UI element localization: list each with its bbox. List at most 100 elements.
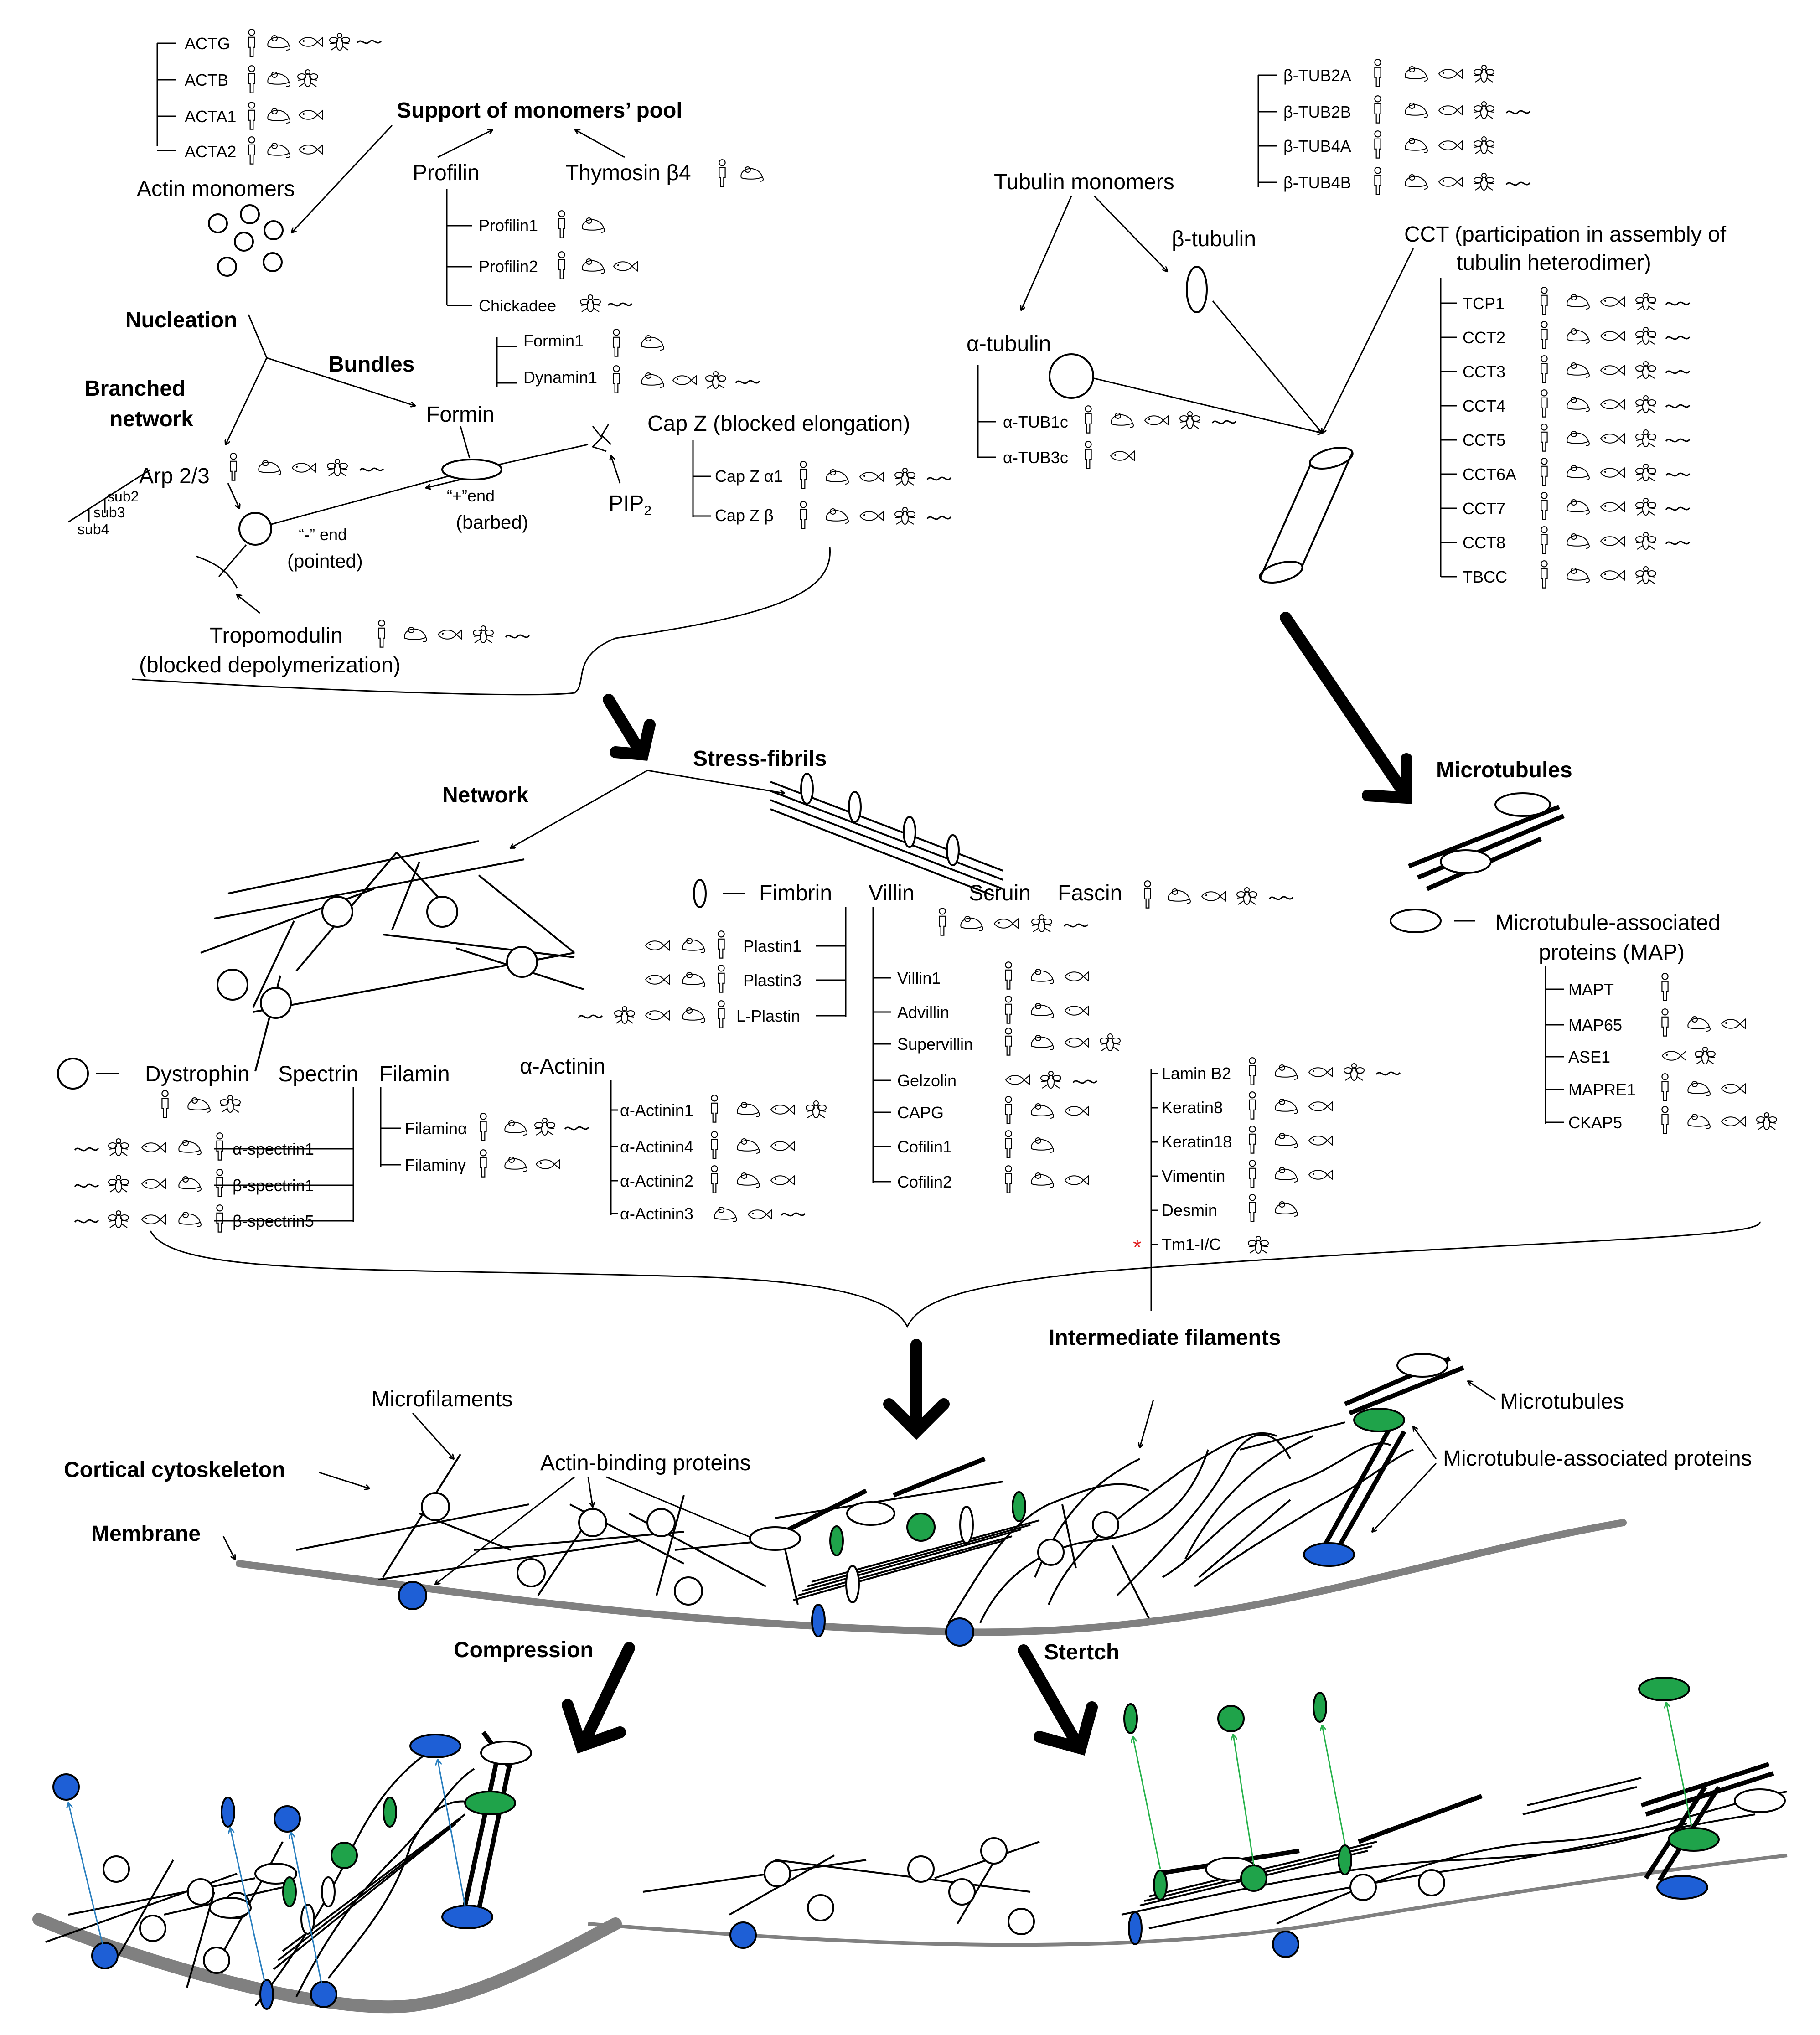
arp-subunit: sub3 [93,504,125,521]
if-member: Keratin8 [1162,1098,1223,1117]
mouse-icon [960,916,983,931]
fish-icon [1600,502,1625,512]
map-member: ASE1 [1568,1048,1610,1066]
mouse-icon [641,335,664,351]
human-icon [1374,130,1381,159]
human-icon [1541,355,1548,383]
fish-icon [536,1159,560,1169]
cct-member: TBCC [1463,568,1507,586]
worm-icon [1375,1071,1401,1076]
actin-organism-icons [248,28,382,165]
worm-icon [1505,110,1531,114]
fish-icon [1600,434,1625,444]
microtubules-title: Microtubules [1436,758,1572,782]
worm-icon [1665,336,1691,340]
spectrin-organism-icons [74,1132,223,1233]
membrane-label: Membrane [91,1522,201,1546]
actin-panel: ACTG ACTB ACTA1 ACTA2 Actin monomers Sup… [68,28,952,696]
map-title: proteins (MAP) [1539,940,1685,965]
cct-member: CCT3 [1463,362,1505,381]
mouse-icon [1031,1103,1054,1119]
human-icon [1005,1130,1012,1158]
mouse-icon [504,1157,527,1172]
capz-label: Cap Z (blocked elongation) [647,412,910,436]
mouse-icon [1168,888,1191,904]
alpha-tubulin-monomer [1049,353,1094,399]
mouse-icon [1275,1167,1298,1183]
human-icon [1541,526,1548,554]
if-member: Vimentin [1162,1167,1225,1185]
mouse-icon [682,938,705,953]
nucleation-label: Nucleation [125,308,237,332]
villin-organism-icons [1005,961,1121,1193]
stretch-panel: Stertch [588,1640,1788,1958]
fly-icon [1635,395,1656,413]
mouse-icon [1031,1172,1054,1188]
mouse-icon [267,143,290,158]
capz-isoform: Cap Z β [715,506,774,525]
mouse-icon [1031,969,1054,984]
worm-icon [1268,896,1294,900]
fish-icon [770,1141,795,1151]
fish-icon [1600,399,1625,409]
mouse-icon [404,627,427,642]
branched-network-label: Branched [84,377,185,401]
tropomodulin-label: Tropomodulin [210,624,343,648]
fish-icon [438,630,462,640]
beta-tubulin-monomer [1186,266,1208,313]
human-icon [1374,167,1381,195]
cct-member: CCT5 [1463,431,1505,449]
microtubules-label: Microtubules [1500,1389,1624,1414]
villin-member: CAPG [897,1103,944,1122]
fly-icon [1635,293,1656,310]
mouse-icon [1567,499,1590,515]
mouse-icon [267,108,290,124]
actin-isoform: ACTG [185,34,230,53]
mouse-icon [682,972,705,987]
human-icon [1661,1008,1669,1037]
worm-icon [74,1219,99,1224]
mouse-icon [1687,1016,1711,1032]
stretched-membrane [588,1854,1788,1947]
human-icon [613,329,620,357]
alpha-tubulin-label: α-tubulin [967,332,1051,356]
fly-icon [1695,1047,1716,1064]
fish-icon [1721,1019,1746,1029]
arp-label: Arp 2/3 [139,464,210,488]
if-organism-icons [1248,1057,1401,1254]
fish-icon [1721,1084,1746,1094]
mouse-icon [737,1102,760,1117]
human-icon [1374,95,1381,124]
spectrin-isoform: β-spectrin1 [233,1176,314,1195]
formin-isoform: Formin1 [523,331,584,350]
human-icon [800,461,807,489]
mouse-icon [187,1097,211,1113]
worm-icon [1665,472,1691,477]
mouse-icon [1567,294,1590,310]
worm-icon [926,476,952,481]
human-icon [378,619,385,648]
human-icon [939,907,946,936]
mouse-icon [1031,1003,1054,1018]
fly-icon [534,1118,555,1136]
worm-icon [1665,506,1691,511]
fly-icon [1179,411,1200,429]
beta-tub-isoform: β-TUB2A [1283,66,1351,85]
worm-icon [1063,923,1089,928]
fish-icon [1065,1038,1089,1048]
pointed-end-monomer [238,512,272,546]
fish-icon [1065,971,1089,981]
fascin-label: Fascin [1058,881,1122,905]
villin-label: Villin [869,881,915,905]
profilin-label: Profilin [413,161,480,185]
fish-icon [1438,69,1463,79]
fish-icon [645,1010,670,1020]
mouse-icon [1405,66,1428,82]
mouse-icon [682,1007,705,1023]
beta-tub-isoform: β-TUB4A [1283,137,1351,155]
mouse-icon [1567,397,1590,412]
mouse-icon [826,508,849,524]
worm-icon [1505,181,1531,186]
barbed-end-cap [441,459,502,480]
